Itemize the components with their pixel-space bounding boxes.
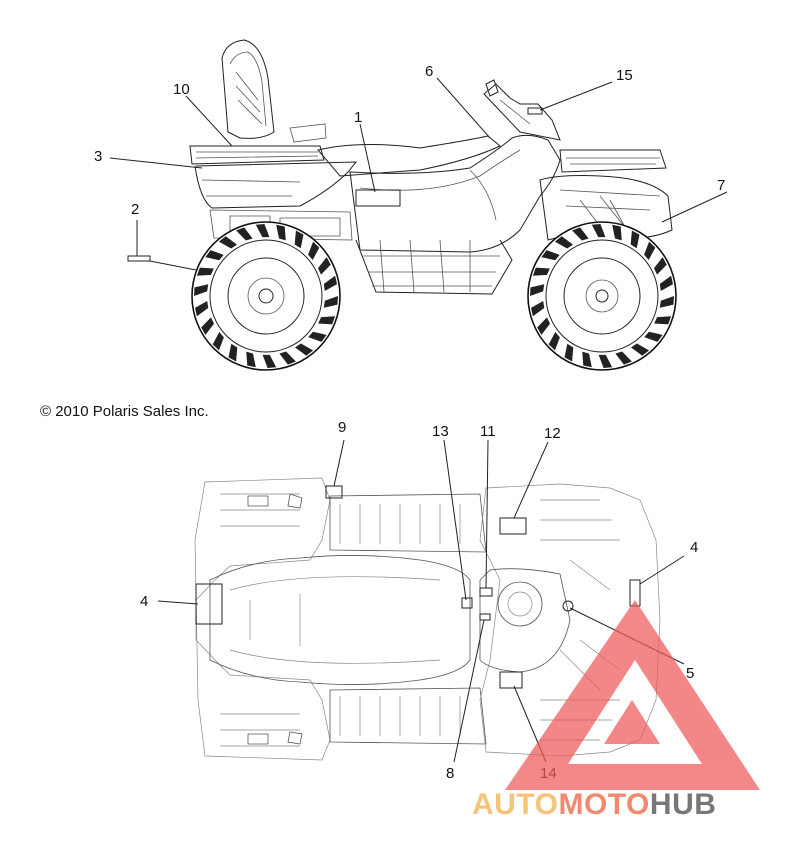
tread-lug <box>572 227 589 241</box>
tread-lug <box>541 250 560 261</box>
callout-7: 7 <box>717 177 725 194</box>
callout-4-rear: 4 <box>140 593 148 610</box>
tread-lug <box>212 332 224 351</box>
tread-lug <box>246 351 256 368</box>
callout-10: 10 <box>173 81 190 98</box>
side-leader-lines <box>109 77 728 271</box>
tread-lug <box>318 316 336 325</box>
decal-5 <box>562 600 574 612</box>
callout-1: 1 <box>354 109 362 126</box>
callout-11: 11 <box>480 423 496 440</box>
tread-lug <box>236 227 253 241</box>
tread-lug <box>195 301 209 317</box>
tread-lug <box>631 343 650 356</box>
tread-lug <box>654 316 672 325</box>
tread-lug <box>218 236 237 249</box>
tread-lug <box>644 331 663 342</box>
tread-lug <box>205 250 224 261</box>
decal-15 <box>527 107 543 115</box>
watermark-auto: AUTO <box>472 788 558 821</box>
decal-13 <box>461 597 473 609</box>
tread-lug <box>554 236 573 249</box>
callout-5: 5 <box>686 665 694 682</box>
callout-12: 12 <box>544 425 561 442</box>
tread-lug <box>194 284 209 296</box>
tread-lug <box>318 257 331 275</box>
watermark-triangle <box>505 600 760 790</box>
front-wheel <box>527 221 677 371</box>
decal-11 <box>479 587 493 597</box>
rear-wheel <box>191 221 341 371</box>
tread-lug <box>537 317 550 335</box>
tread-lug <box>530 284 545 296</box>
tread-lug <box>295 343 314 356</box>
decal-1 <box>355 189 401 207</box>
automotohub-watermark <box>505 600 760 790</box>
atv-top-view <box>194 477 661 761</box>
callout-9: 9 <box>338 419 346 436</box>
callout-13: 13 <box>432 423 449 440</box>
tread-lug <box>591 224 606 238</box>
watermark-text: AUTOMOTOHUB <box>472 788 716 821</box>
tread-lug <box>615 351 632 365</box>
callout-3: 3 <box>94 148 102 165</box>
decal-4-rear <box>195 583 223 625</box>
tread-lug <box>196 267 214 276</box>
copyright-notice: © 2010 Polaris Sales Inc. <box>40 403 209 420</box>
watermark-hub: HUB <box>650 788 717 821</box>
tread-lug <box>308 331 327 342</box>
callout-15: 15 <box>616 67 633 84</box>
tread-lug <box>531 301 545 317</box>
watermark-moto: MOTO <box>558 788 649 821</box>
tread-lug <box>659 275 673 291</box>
tread-lug <box>308 241 320 260</box>
tread-lug <box>659 296 674 308</box>
tread-lug <box>598 354 613 368</box>
tread-lug <box>654 257 667 275</box>
tread-lug <box>548 332 560 351</box>
tread-lug <box>255 224 270 238</box>
tread-lug <box>279 351 296 365</box>
decal-12 <box>499 517 527 535</box>
atv-side-view <box>127 39 677 371</box>
decal-2 <box>127 255 151 262</box>
tread-lug <box>630 230 640 249</box>
tread-lug <box>564 343 574 362</box>
tread-lug <box>228 343 238 362</box>
tread-lug <box>201 317 214 335</box>
tread-lug <box>612 224 622 241</box>
callout-6: 6 <box>425 63 433 80</box>
tread-lug <box>532 267 550 276</box>
callout-8: 8 <box>446 765 454 782</box>
tread-lug <box>294 230 304 249</box>
tread-lug <box>644 241 656 260</box>
tread-lug <box>323 296 338 308</box>
decal-8 <box>479 613 491 621</box>
decal-14 <box>499 671 523 689</box>
callout-2: 2 <box>131 201 139 218</box>
tread-lug <box>582 351 592 368</box>
tread-lug <box>262 354 277 368</box>
callout-4-front: 4 <box>690 539 698 556</box>
tread-lug <box>276 224 286 241</box>
tread-lug <box>323 275 337 291</box>
